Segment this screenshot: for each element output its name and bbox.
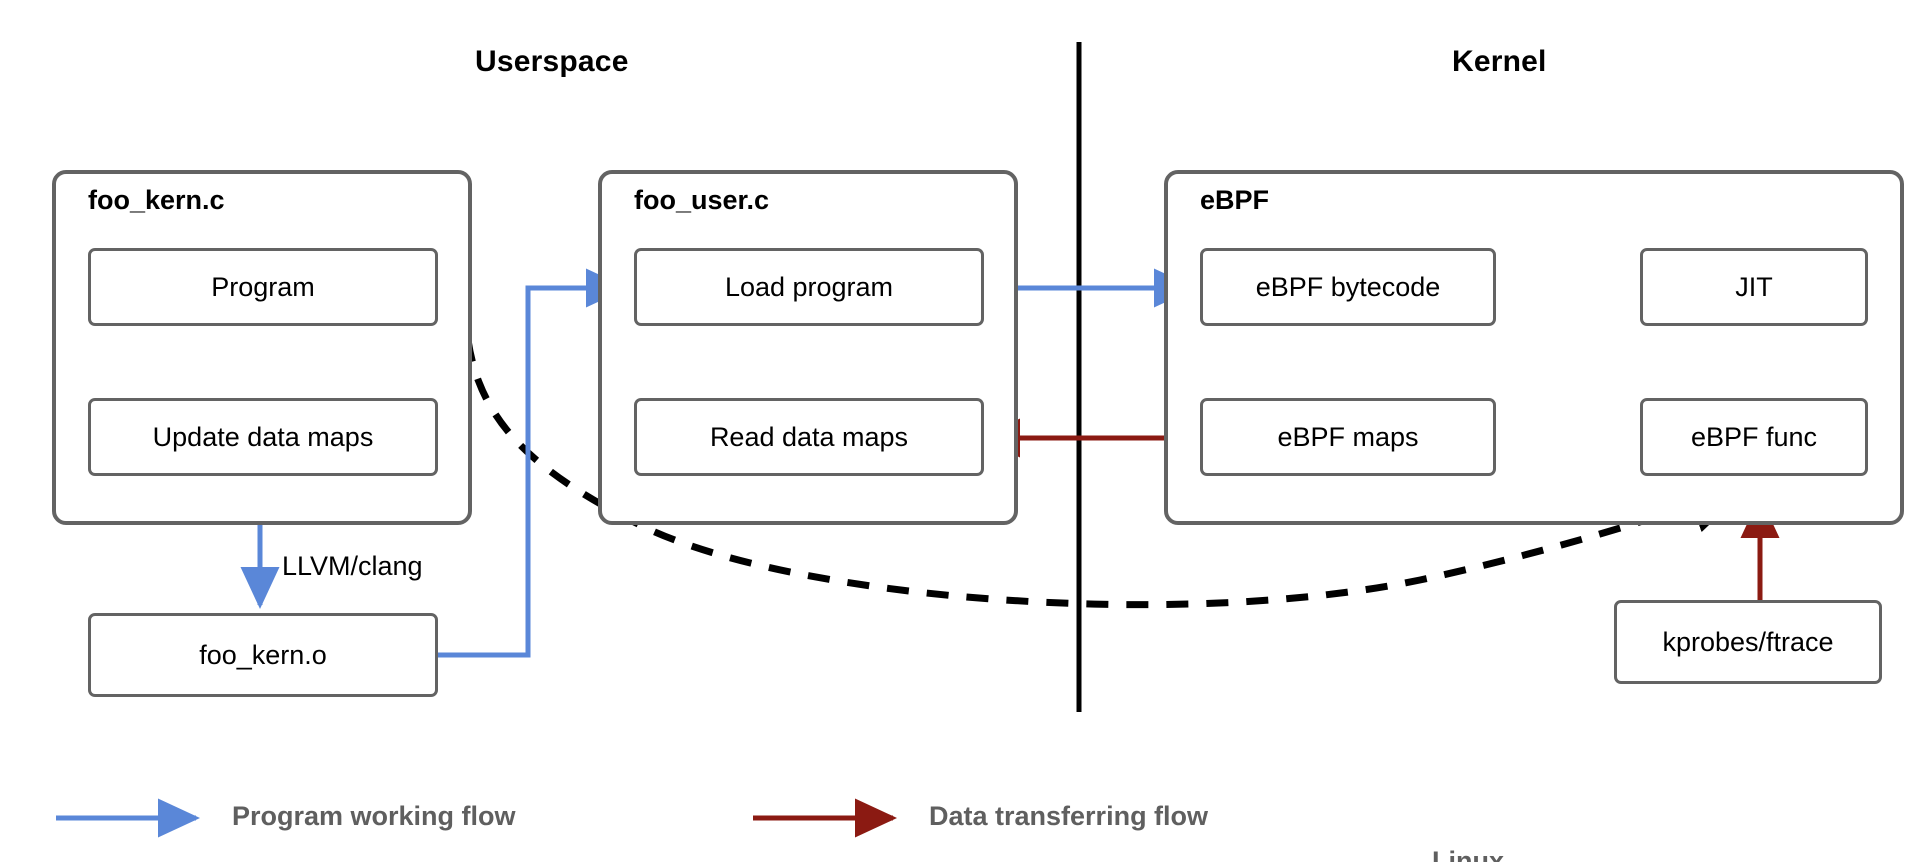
edge-kerno-to-load-program	[434, 268, 629, 658]
group-title-foo-kern-c: foo_kern.c	[88, 185, 225, 215]
node-update-data-maps[interactable]: Update data maps	[88, 398, 438, 476]
node-ebpf-bytecode[interactable]: eBPF bytecode	[1200, 248, 1496, 326]
node-program[interactable]: Program	[88, 248, 438, 326]
node-load-program[interactable]: Load program	[634, 248, 984, 326]
node-jit[interactable]: JIT	[1640, 248, 1868, 326]
group-title-foo-user-c: foo_user.c	[634, 185, 770, 215]
dashed-attach-edge	[464, 339, 1752, 609]
section-title-userspace: Userspace	[475, 45, 629, 78]
node-foo-kern-o[interactable]: foo_kern.o	[88, 613, 438, 697]
node-read-data-maps[interactable]: Read data maps	[634, 398, 984, 476]
node-ebpf-func[interactable]: eBPF func	[1640, 398, 1868, 476]
node-kprobes-ftrace[interactable]: kprobes/ftrace	[1614, 600, 1882, 684]
group-title-ebpf: eBPF	[1200, 185, 1270, 215]
legend-label-program-working-flow: Program working flow	[232, 801, 516, 831]
section-title-kernel: Kernel	[1452, 45, 1547, 78]
node-ebpf-maps[interactable]: eBPF maps	[1200, 398, 1496, 476]
legend-label-data-transferring-flow: Data transferring flow	[929, 801, 1209, 831]
edge-label-llvm-clang: LLVM/clang	[282, 551, 423, 581]
cutoff-caption: Linux	[1432, 846, 1504, 862]
